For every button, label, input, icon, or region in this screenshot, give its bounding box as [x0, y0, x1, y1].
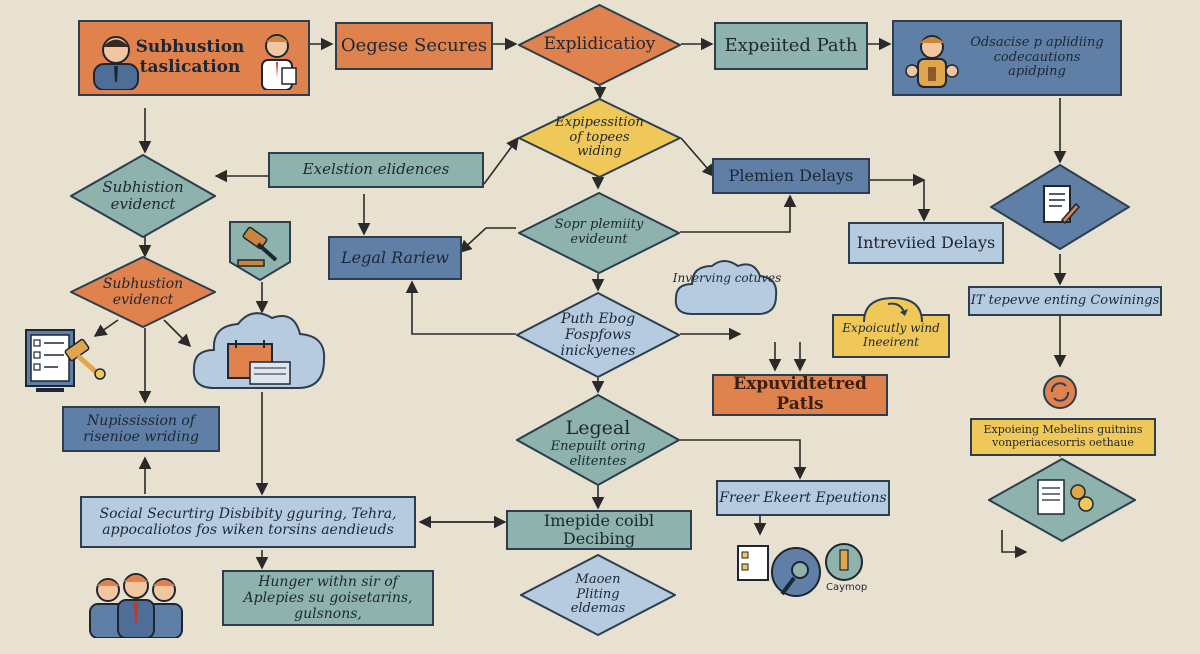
caymop-label: Caymop — [826, 582, 868, 593]
decision-subhustion-evidenct: Subhustion evidenct — [70, 256, 216, 328]
node-freer-ekeert: Freer Ekeert Epeutions — [716, 480, 890, 516]
node-label: Subhustion evidenct — [102, 275, 184, 308]
node-label: Sopr plemiity evideunt — [554, 217, 644, 247]
gavel-icon — [229, 221, 291, 282]
node-label: Oegese Secures — [340, 34, 488, 56]
node-label: IT tepevve enting Cowinings — [970, 292, 1160, 308]
arrow — [680, 439, 807, 480]
node-exelstion-elidences: Exelstion elidences — [268, 152, 484, 188]
cloud-label-wrap: Inverving cotuves — [672, 271, 782, 286]
person-icon — [93, 36, 139, 90]
node-hunger-withn: Hunger withn sir of Aplepies su goisetar… — [222, 570, 434, 626]
node-nupissission: Nupissission of risenioe wriding — [62, 406, 220, 452]
node-label: Exelstion elidences — [302, 160, 450, 179]
cloud-calendar-icon — [192, 312, 326, 389]
arrow — [163, 319, 192, 348]
node-legal-rariew: Legal Rariew — [328, 236, 462, 280]
refresh-icon — [863, 296, 923, 323]
cloud-inverving-cotuves: Inverving cotuves — [672, 254, 782, 320]
node-label: Hunger withn sir of Aplepies su goisetar… — [243, 573, 413, 623]
decision-expipessition: Expipessition of topees widing — [518, 98, 681, 178]
node-intreviied-delays: Intreviied Delays — [848, 222, 1004, 264]
node-label: Expuvidtetred Patls — [733, 374, 867, 414]
team-icon — [905, 35, 959, 88]
node-label: Subhistion evidenct — [102, 177, 184, 213]
document-pen-icon — [1043, 185, 1080, 225]
node-label: Maoen Pliting eldemas — [570, 571, 626, 617]
arrow — [680, 194, 797, 233]
node-label: Expoieing Mebelins guitnins vonperiaceso… — [983, 423, 1143, 449]
node-social-securtirg: Social Securtirg Disbibity gguring, Tehr… — [80, 496, 416, 548]
node-label: Social Securtirg Disbibity gguring, Tehr… — [99, 505, 397, 538]
node-oegese-secures: Oegese Secures — [335, 22, 493, 70]
expert-tools-icon — [737, 543, 863, 597]
legal-label-wrap: Legeal Enepuilt oring elitentes — [516, 417, 680, 470]
arrow — [405, 280, 516, 335]
gavel-card — [228, 220, 292, 282]
team-group — [86, 568, 186, 639]
presenter-icon — [261, 34, 297, 90]
decision-maoen-pliting: Maoen Pliting eldemas — [520, 554, 676, 636]
cloud-calendar — [190, 304, 330, 394]
node-title: Legeal — [565, 417, 631, 439]
cycle-badge — [1042, 374, 1078, 410]
node-label: Explidicatioy — [543, 34, 656, 55]
decision-sopr-plemiity: Sopr plemiity evideunt — [518, 192, 680, 274]
node-label: Imepide coibl Decibing — [543, 510, 655, 548]
node-label: Expoicutly wind Ineeirent — [842, 321, 940, 349]
node-label: Expipessition of topees widing — [555, 114, 644, 160]
node-label: Expeiited Path — [724, 34, 858, 56]
node-label: Subhustion taslication — [135, 37, 245, 77]
node-it-tepevve: IT tepevve enting Cowinings — [968, 286, 1162, 316]
node-expoicutly: Expoicutly wind Ineeirent — [832, 296, 950, 358]
node-expeiited-path: Expeiited Path — [714, 22, 868, 70]
decision-explidicatioy: Explidicatioy — [518, 4, 681, 86]
team-group-icon — [89, 573, 183, 639]
node-expoieing: Expoieing Mebelins guitnins vonperiaceso… — [970, 418, 1156, 456]
expert-illustration: Caymop — [724, 536, 870, 616]
decision-legeal: Legeal Enepuilt oring elitentes — [516, 394, 680, 486]
node-label: Plemien Delays — [728, 165, 854, 185]
decision-document-review — [990, 164, 1130, 250]
node-subhustion-taslication: Subhustion taslication — [78, 20, 310, 96]
node-label: Intreviied Delays — [856, 232, 996, 252]
node-label: Inverving cotuves — [672, 271, 782, 285]
checklist-gavel — [22, 326, 108, 396]
cloud-icon — [674, 260, 778, 315]
arrow — [93, 319, 119, 337]
node-label: Nupissission of risenioe wriding — [83, 412, 199, 445]
document-people-icon — [1037, 479, 1094, 515]
decision-subhistion-evidenct: Subhistion evidenct — [70, 154, 216, 238]
node-label: Freer Ekeert Epeutions — [719, 489, 887, 506]
checklist-gavel-icon — [25, 329, 106, 392]
node-imepide-coibl: Imepide coibl Decibing — [506, 510, 692, 550]
node-label: Enepuilt oring elitentes — [550, 438, 646, 469]
arrow — [1001, 530, 1028, 559]
decision-puth-ebog: Puth Ebog Fospfows inickyenes — [516, 292, 680, 378]
arrow — [680, 137, 716, 178]
decision-documents-people — [988, 458, 1136, 542]
node-odsacise: Odsacise p aplidiing codecautions apidpi… — [892, 20, 1122, 96]
node-expuvidtetred-patls: Expuvidtetred Patls — [712, 374, 888, 416]
arrow — [458, 227, 516, 254]
node-label: Legal Rariew — [341, 247, 449, 267]
arrow — [483, 136, 519, 185]
node-plemien-delays: Plemien Delays — [712, 158, 870, 194]
cycle-icon — [1043, 375, 1077, 409]
node-label: Odsacise p aplidiing codecautions apidpi… — [970, 34, 1104, 80]
node-label: Puth Ebog Fospfows inickyenes — [560, 310, 636, 360]
